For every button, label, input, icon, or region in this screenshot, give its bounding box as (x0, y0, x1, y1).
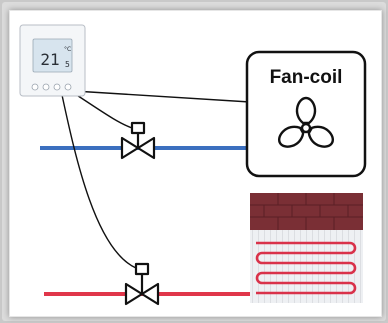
wire-to-hot-valve (61, 94, 137, 269)
thermostat-button[interactable] (42, 83, 50, 91)
thermostat-screen (32, 38, 73, 73)
thermostat-unit: °C (64, 46, 71, 53)
floor-screed (250, 229, 363, 303)
thermostat-button[interactable] (31, 83, 39, 91)
thermostat-decimal: 5 (65, 60, 70, 69)
fancoil-label: Fan-coil (270, 67, 343, 88)
thermostat-button[interactable] (64, 83, 72, 91)
fancoil-unit: Fan-coil (245, 50, 367, 178)
floor-heating-coil (255, 241, 357, 295)
wire-to-fancoil (57, 89, 251, 103)
thermostat-button[interactable] (53, 83, 61, 91)
cold-water-valve-icon (120, 121, 156, 160)
fan-icon (278, 96, 334, 148)
wire-to-cold-valve (71, 91, 133, 129)
thermostat: 21 °C 5 (19, 24, 86, 97)
underfloor-heating (250, 193, 363, 303)
thermostat-temperature: 21 (40, 50, 59, 69)
hot-water-valve-icon (124, 262, 160, 306)
